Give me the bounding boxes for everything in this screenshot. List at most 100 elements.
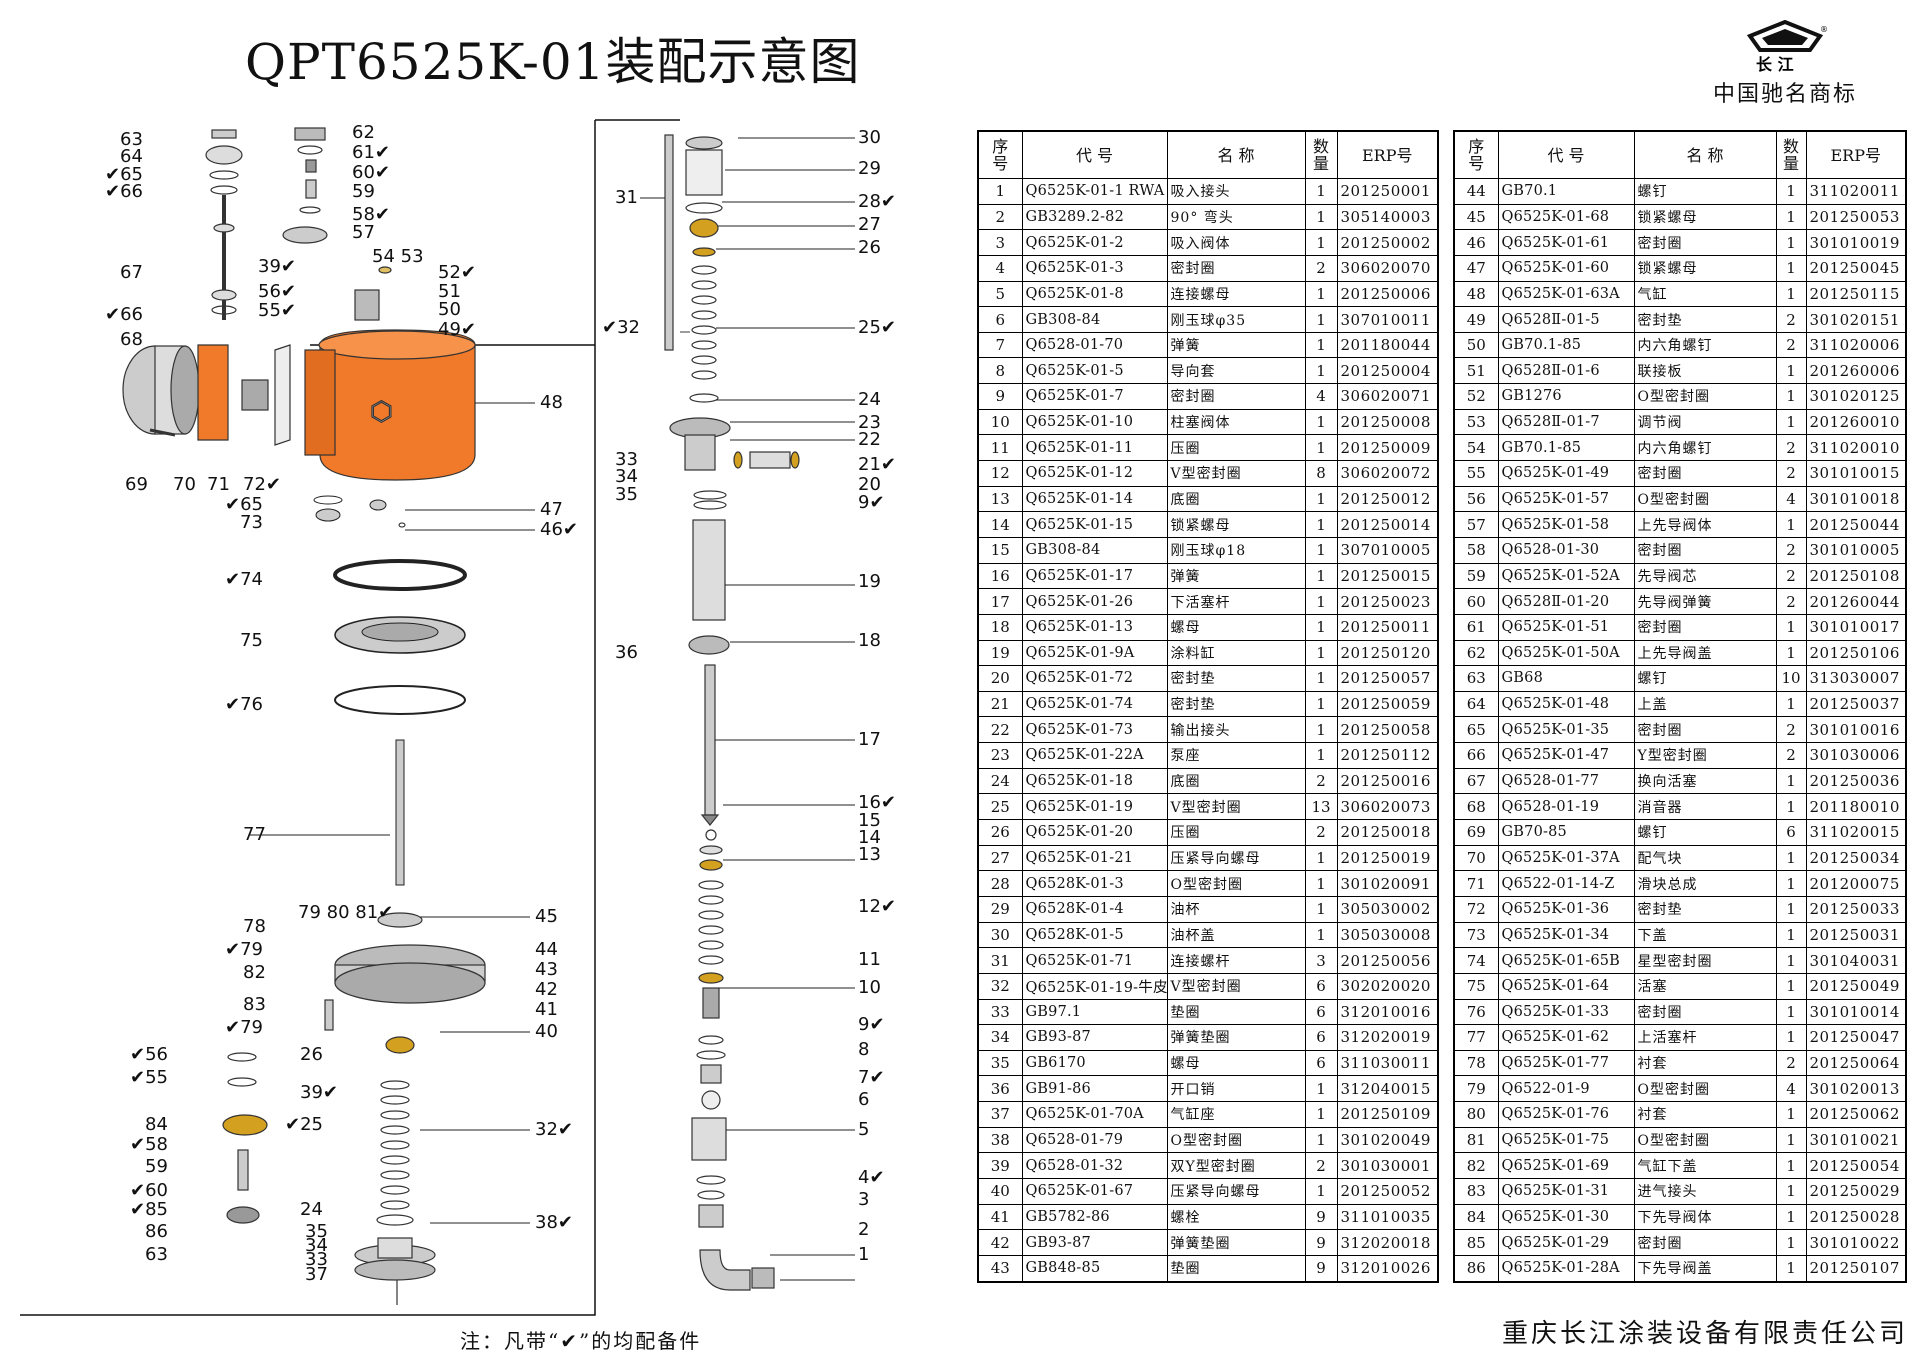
cell-seq: 19: [977, 639, 1023, 667]
cell-code: GB70.1: [1497, 178, 1635, 205]
header-name: 名 称: [1633, 130, 1777, 179]
cell-name: 先导阀芯: [1633, 562, 1777, 590]
cell-qty: 1: [1304, 870, 1338, 897]
cell-name: 底圈: [1166, 767, 1306, 795]
cell-seq: 48: [1453, 280, 1499, 308]
header-qty: 数 量: [1775, 130, 1807, 179]
cell-name: 气缸: [1633, 280, 1777, 308]
cell-name: 吸入接头: [1166, 178, 1306, 205]
cell-qty: 1: [1775, 613, 1807, 641]
callout: 48: [540, 392, 563, 413]
cell-code: GB93-87: [1021, 1024, 1168, 1051]
cell-qty: 9: [1304, 1203, 1338, 1231]
cell-seq: 33: [977, 998, 1023, 1026]
header-seq: 序 号: [977, 130, 1023, 179]
callout: 3: [858, 1189, 869, 1210]
cell-erp: 301010022: [1805, 1229, 1907, 1256]
cell-erp: 301010018: [1805, 485, 1907, 513]
cell-qty: 1: [1304, 1177, 1338, 1205]
callout: ✔58: [130, 1134, 168, 1155]
cell-seq: 70: [1453, 844, 1499, 872]
callout: 4✔: [858, 1167, 885, 1188]
cell-erp: 201250011: [1336, 613, 1439, 641]
cell-code: Q6528-01-30: [1497, 536, 1635, 564]
cell-seq: 72: [1453, 895, 1499, 923]
cell-qty: 1: [1304, 665, 1338, 692]
callout: 6: [858, 1089, 869, 1110]
cell-qty: 1: [1775, 1024, 1807, 1051]
callout: 46✔: [540, 519, 578, 540]
callout: 31: [615, 187, 638, 208]
cell-seq: 69: [1453, 819, 1499, 846]
callout: 33: [615, 449, 638, 470]
callout: ✔65: [225, 494, 263, 515]
cell-erp: 201250112: [1336, 742, 1439, 769]
cell-erp: 201180010: [1805, 793, 1907, 821]
pilot-valve-parts: [205, 127, 392, 321]
cell-qty: 2: [1775, 562, 1807, 590]
callout: 39✔: [300, 1082, 338, 1103]
cell-code: GB70.1-85: [1497, 331, 1635, 359]
cell-seq: 57: [1453, 511, 1499, 538]
cell-code: Q6525K-01-63A: [1497, 280, 1635, 308]
cell-qty: 2: [1775, 742, 1807, 769]
cell-erp: 201250004: [1336, 357, 1439, 385]
cell-qty: 1: [1304, 716, 1338, 744]
cell-seq: 39: [977, 1152, 1023, 1179]
cell-name: 压圈: [1166, 819, 1306, 846]
cell-qty: 2: [1775, 434, 1807, 462]
registered-mark: ®: [1820, 25, 1828, 34]
callout: 78: [243, 916, 266, 937]
cell-erp: 201250009: [1336, 434, 1439, 462]
cell-erp: 201250056: [1336, 947, 1439, 974]
cell-name: 压圈: [1166, 434, 1306, 462]
cell-erp: 201250058: [1336, 716, 1439, 744]
cell-name: 柱塞阀体: [1166, 408, 1306, 436]
cell-name: 滑块总成: [1633, 870, 1777, 897]
cell-seq: 26: [977, 819, 1023, 846]
cell-seq: 31: [977, 947, 1023, 974]
cell-code: Q6525K-01-62: [1497, 1024, 1635, 1051]
cell-name: 螺钉: [1633, 819, 1777, 846]
callout: 1: [858, 1244, 869, 1265]
cell-erp: 301020151: [1805, 306, 1907, 333]
cell-code: Q6528-01-77: [1497, 767, 1635, 795]
cell-seq: 66: [1453, 742, 1499, 769]
cell-qty: 2: [1775, 460, 1807, 487]
cell-seq: 77: [1453, 1024, 1499, 1051]
cell-seq: 1: [977, 178, 1023, 205]
cell-erp: 201250054: [1805, 1152, 1907, 1179]
cell-erp: 306020071: [1336, 383, 1439, 410]
cell-seq: 80: [1453, 1101, 1499, 1128]
cell-code: Q6525K-01-2: [1021, 229, 1168, 256]
page-title: QPT6525K-01装配示意图: [245, 33, 861, 91]
cell-seq: 64: [1453, 690, 1499, 718]
cell-seq: 28: [977, 870, 1023, 897]
cell-erp: 201250014: [1336, 511, 1439, 538]
cell-code: Q6525K-01-3: [1021, 254, 1168, 282]
cell-erp: 201250107: [1805, 1254, 1907, 1283]
callout: 44: [535, 939, 558, 960]
cell-name: 螺母: [1166, 613, 1306, 641]
pump-column: [664, 134, 800, 1291]
callout: ✔66: [105, 181, 143, 202]
brand-block: 长 江 ® 中国驰名商标: [1710, 20, 1860, 108]
cell-name: 弹簧垫圈: [1166, 1024, 1306, 1051]
company-name: 重庆长江涂装设备有限责任公司: [1502, 1319, 1909, 1349]
cell-name: 涂料缸: [1166, 639, 1306, 667]
cell-erp: 201250031: [1805, 921, 1907, 949]
